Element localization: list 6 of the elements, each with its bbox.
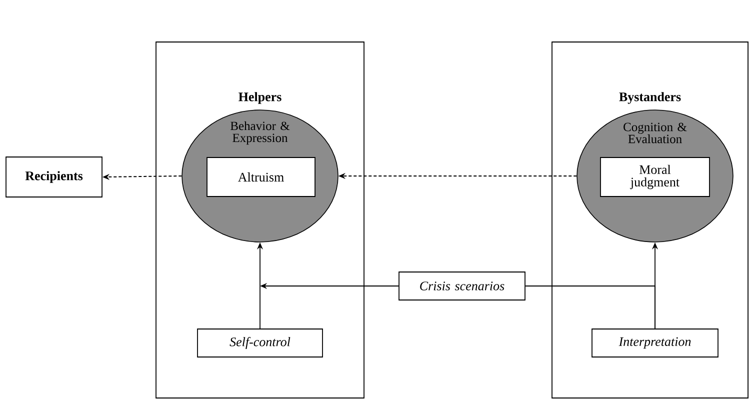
- concept-box: Altruism: [206, 157, 316, 197]
- concept-box: Recipients: [6, 156, 102, 198]
- concept-box: Self-control: [197, 328, 323, 358]
- concept-box: Crisis scenarios: [398, 272, 526, 300]
- concept-box: Moral judgment: [600, 157, 710, 197]
- concept-box: Interpretation: [592, 328, 718, 358]
